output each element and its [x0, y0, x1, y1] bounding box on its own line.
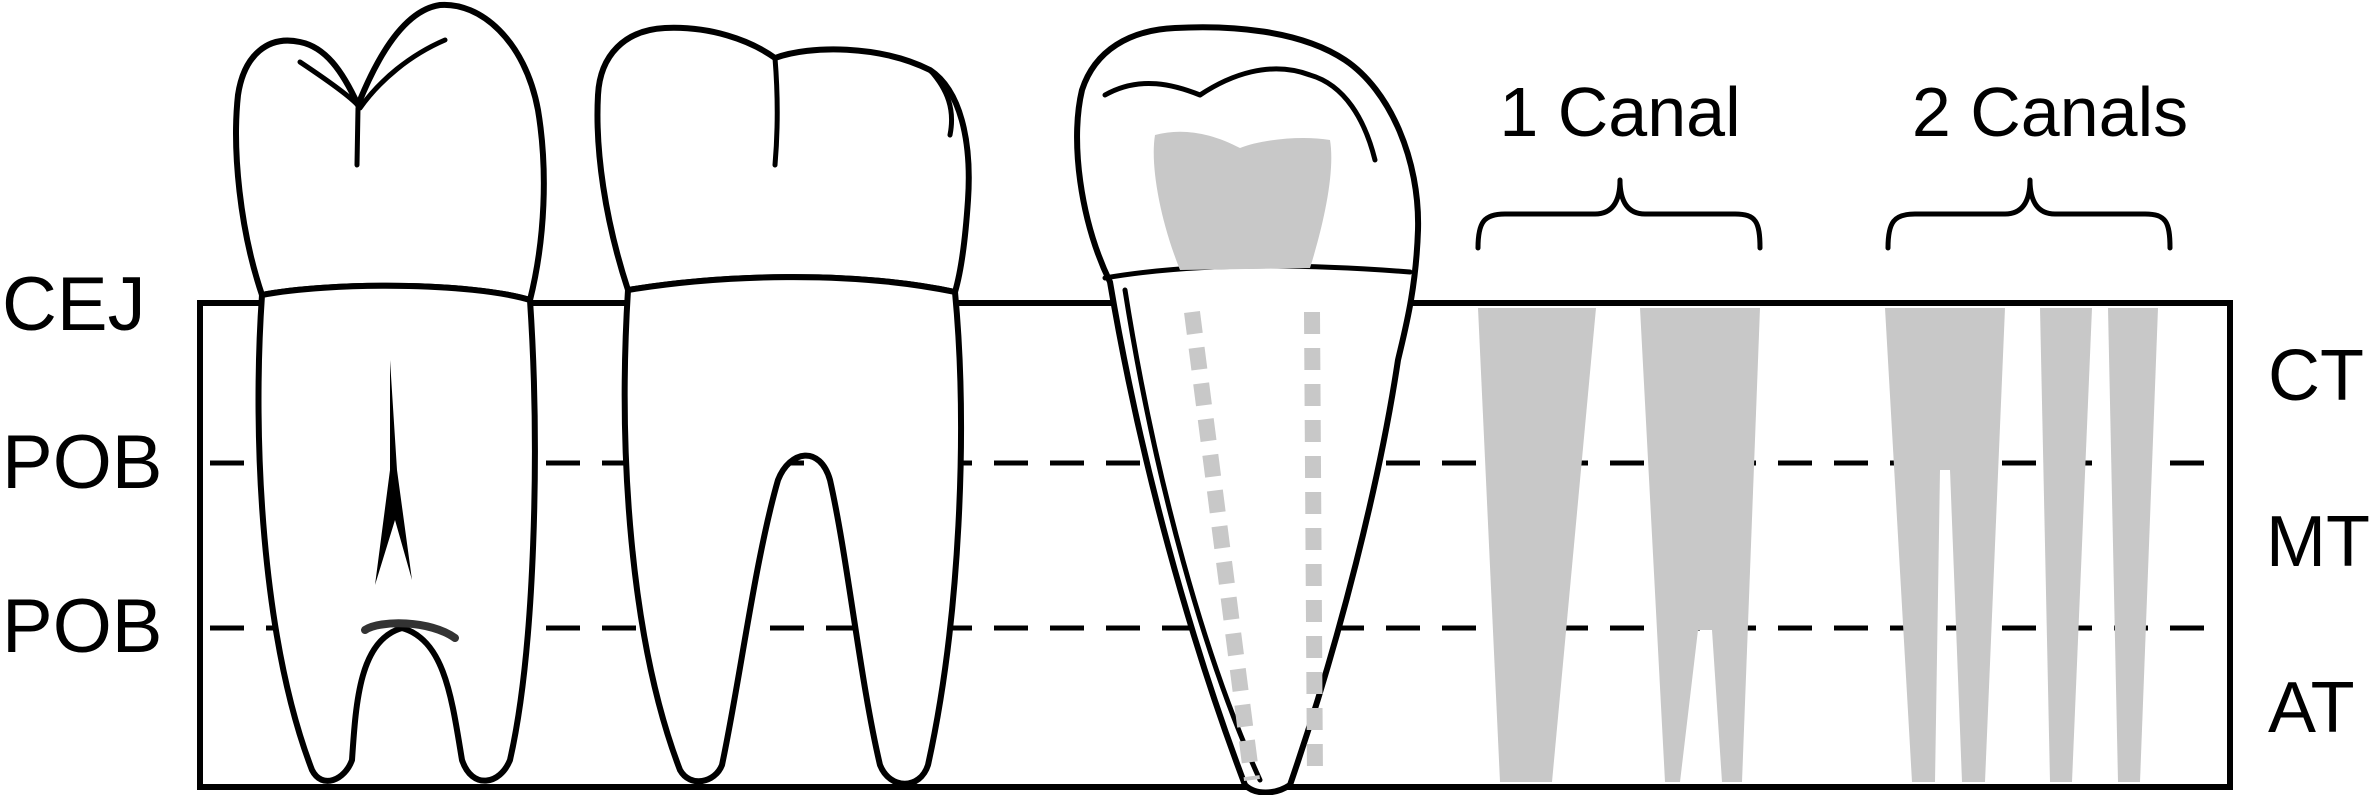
- at-label: AT: [2268, 668, 2355, 748]
- two-canals-shape-b-left: [2040, 308, 2092, 782]
- cej-label: CEJ: [2, 262, 146, 347]
- tooth-1-crown: [236, 5, 544, 300]
- one-canal-shape-b: [1640, 308, 1760, 782]
- pob-lower-label: POB: [2, 584, 163, 669]
- two-canals-heading: 2 Canals: [1912, 73, 2188, 151]
- one-canal-group: 1 Canal: [1478, 73, 1760, 782]
- tooth-3-pulp-chamber: [1154, 132, 1332, 270]
- two-canals-brace: [1888, 180, 2170, 248]
- mt-label: MT: [2266, 502, 2370, 582]
- tooth-3-body: [1077, 27, 1418, 792]
- two-canals-shape-a: [1885, 308, 2005, 782]
- one-canal-shape-a: [1478, 308, 1596, 782]
- ct-label: CT: [2268, 336, 2364, 416]
- tooth-1-root: [259, 286, 535, 781]
- pob-upper-label: POB: [2, 420, 163, 505]
- one-canal-heading: 1 Canal: [1499, 73, 1740, 151]
- tooth-3: [1077, 27, 1418, 792]
- one-canal-brace: [1478, 180, 1760, 248]
- tooth-2: [597, 28, 968, 784]
- two-canals-group: 2 Canals: [1885, 73, 2188, 782]
- two-canals-shape-b-right: [2108, 308, 2158, 782]
- tooth-2-root: [625, 277, 961, 784]
- tooth-1: [236, 5, 544, 781]
- tooth-2-crown: [597, 28, 968, 292]
